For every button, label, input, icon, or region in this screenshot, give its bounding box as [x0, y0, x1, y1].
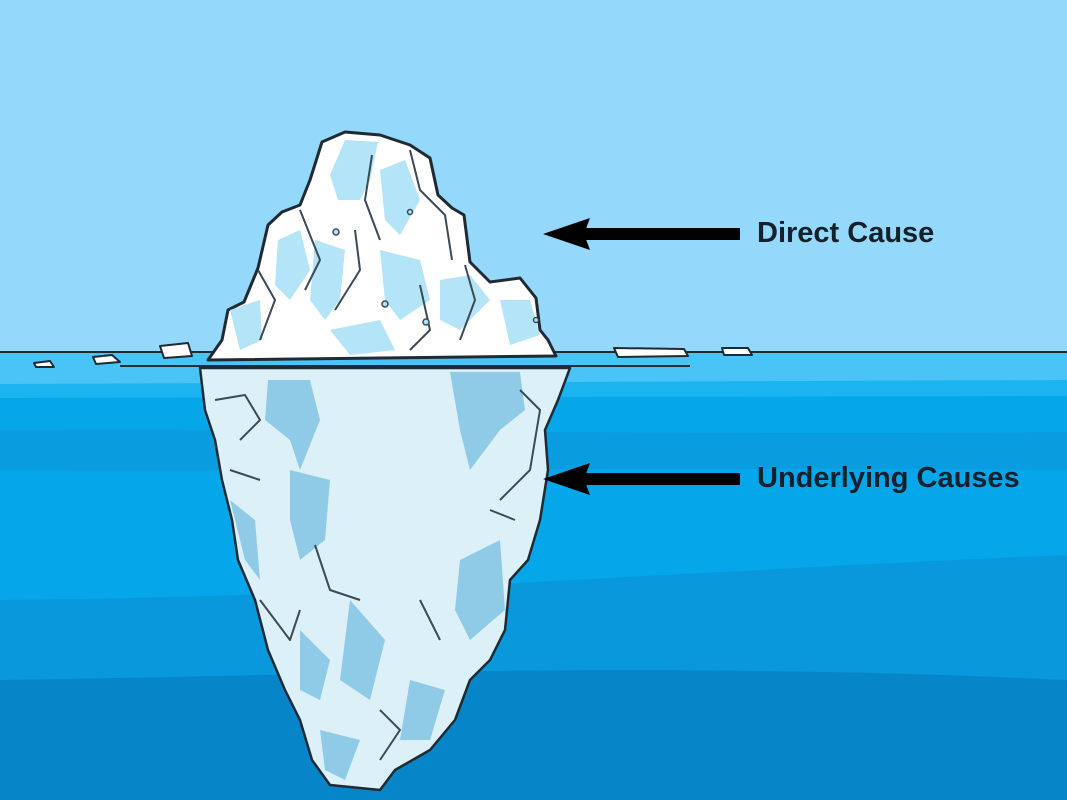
ice-floes: [33, 342, 753, 368]
iceberg-underwater: [198, 366, 572, 792]
left-arrow-icon: [543, 218, 740, 250]
iceberg-surface: [206, 130, 558, 362]
underlying-causes-label: Underlying Causes: [757, 462, 1020, 494]
direct-cause-label: Direct Cause: [757, 217, 935, 249]
left-arrow-icon: [543, 463, 740, 495]
